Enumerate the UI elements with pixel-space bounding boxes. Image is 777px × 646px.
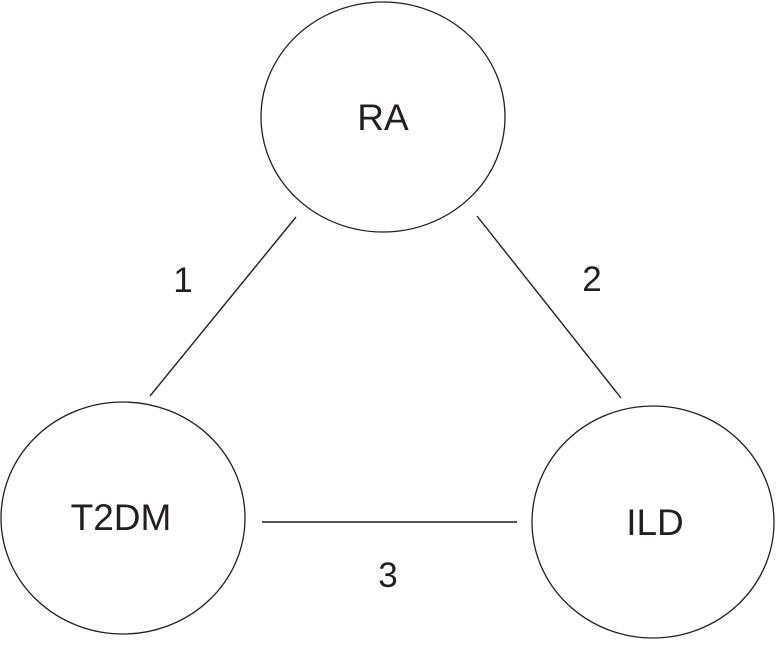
node-ild-circle <box>531 405 775 639</box>
edge-label-2: 2 <box>582 260 601 299</box>
node-label-t2dm: T2DM <box>71 497 172 538</box>
node-t2dm-circle <box>0 401 246 635</box>
edge-label-3: 3 <box>378 556 397 595</box>
edge-label-1: 1 <box>173 261 192 300</box>
edge-ra-t2dm <box>149 216 297 397</box>
edge-ra-ild <box>476 215 622 399</box>
node-ra-circle <box>260 1 506 233</box>
node-label-ild: ILD <box>626 502 684 543</box>
node-label-ra: RA <box>357 97 409 138</box>
